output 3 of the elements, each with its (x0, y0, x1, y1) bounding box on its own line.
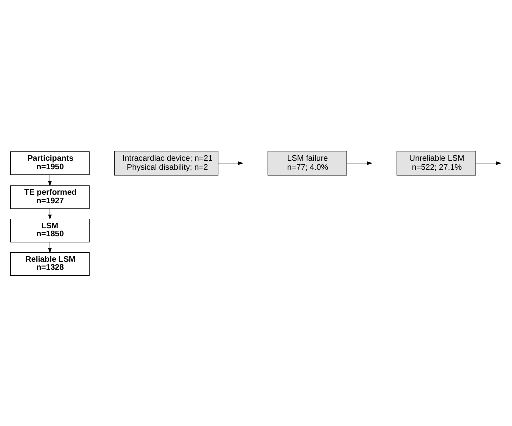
arrow (218, 161, 244, 165)
arrow (476, 161, 502, 165)
arrow (346, 161, 373, 165)
